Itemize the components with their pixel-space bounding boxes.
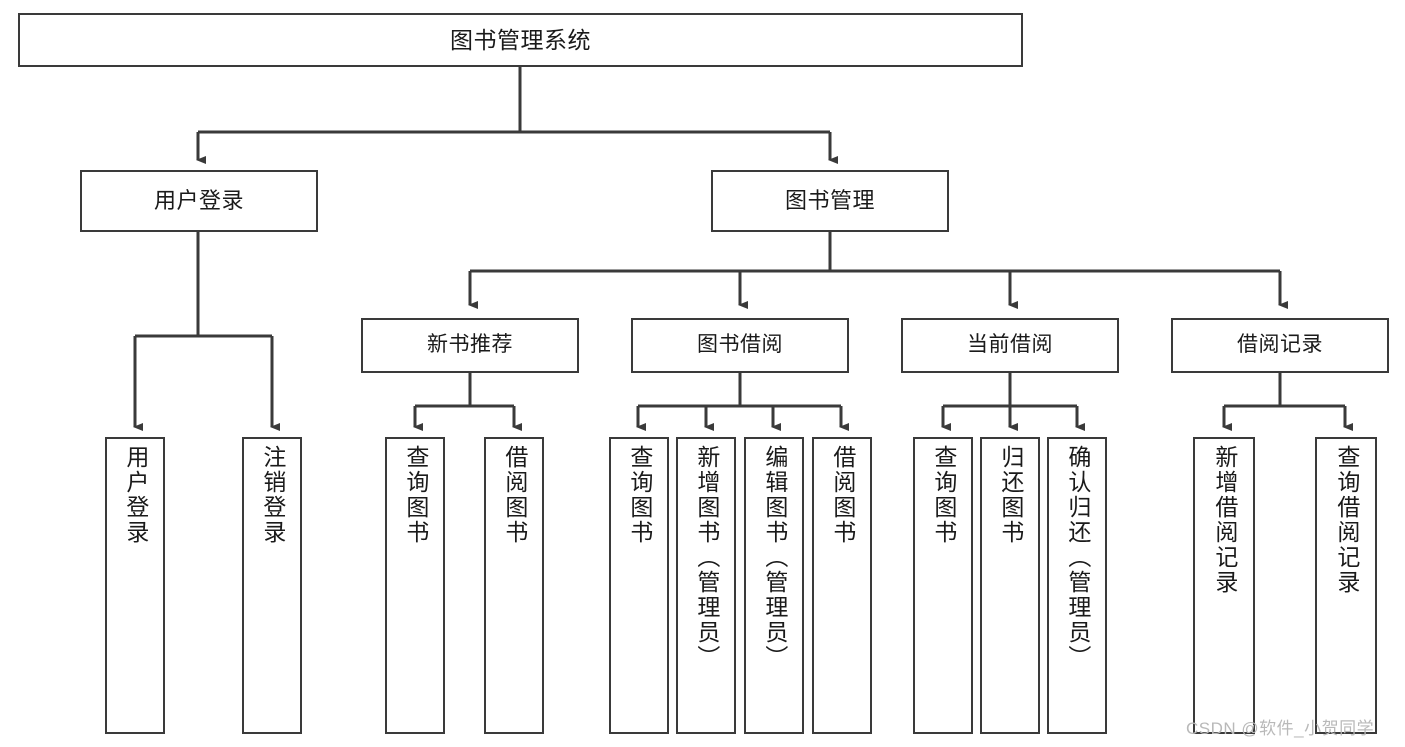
node-current-borrow-label: 当前借阅	[967, 333, 1053, 357]
node-leaf-borrow-book-2-label: 借阅图书	[829, 445, 856, 545]
node-leaf-query-record[interactable]: 查询借阅记录	[1315, 437, 1377, 734]
node-leaf-query-book-1[interactable]: 查询图书	[385, 437, 445, 734]
node-new-book-recommend-label: 新书推荐	[427, 333, 513, 357]
node-leaf-add-book-label: 新增图书（管理员）	[693, 445, 720, 670]
node-current-borrow[interactable]: 当前借阅	[901, 318, 1119, 373]
node-leaf-user-login-label: 用户登录	[122, 445, 149, 545]
node-leaf-logout-login[interactable]: 注销登录	[242, 437, 302, 734]
node-book-borrow-label: 图书借阅	[697, 333, 783, 357]
node-leaf-add-book[interactable]: 新增图书（管理员）	[676, 437, 736, 734]
node-leaf-query-book-1-label: 查询图书	[402, 445, 429, 545]
node-leaf-query-book-2-label: 查询图书	[626, 445, 653, 545]
node-root[interactable]: 图书管理系统	[18, 13, 1023, 67]
node-borrow-record-label: 借阅记录	[1237, 333, 1323, 357]
node-root-label: 图书管理系统	[450, 26, 591, 53]
csdn-watermark: CSDN @软件_小贺同学	[1186, 719, 1375, 738]
node-user-login-label: 用户登录	[153, 188, 244, 214]
node-leaf-query-book-3[interactable]: 查询图书	[913, 437, 973, 734]
node-new-book-recommend[interactable]: 新书推荐	[361, 318, 579, 373]
node-leaf-confirm-return[interactable]: 确认归还（管理员）	[1047, 437, 1107, 734]
node-book-manage[interactable]: 图书管理	[711, 170, 949, 232]
node-leaf-borrow-book-2[interactable]: 借阅图书	[812, 437, 872, 734]
node-leaf-user-login[interactable]: 用户登录	[105, 437, 165, 734]
node-borrow-record[interactable]: 借阅记录	[1171, 318, 1389, 373]
node-leaf-logout-login-label: 注销登录	[259, 445, 286, 545]
node-book-borrow[interactable]: 图书借阅	[631, 318, 849, 373]
node-leaf-query-book-2[interactable]: 查询图书	[609, 437, 669, 734]
node-book-manage-label: 图书管理	[784, 188, 875, 214]
node-leaf-query-record-label: 查询借阅记录	[1333, 445, 1360, 595]
node-leaf-query-book-3-label: 查询图书	[930, 445, 957, 545]
node-leaf-add-record-label: 新增借阅记录	[1211, 445, 1238, 595]
node-leaf-borrow-book-1-label: 借阅图书	[501, 445, 528, 545]
node-leaf-return-book[interactable]: 归还图书	[980, 437, 1040, 734]
node-user-login[interactable]: 用户登录	[80, 170, 318, 232]
node-leaf-edit-book[interactable]: 编辑图书（管理员）	[744, 437, 804, 734]
node-leaf-confirm-return-label: 确认归还（管理员）	[1064, 445, 1091, 670]
node-leaf-edit-book-label: 编辑图书（管理员）	[761, 445, 788, 670]
node-leaf-borrow-book-1[interactable]: 借阅图书	[484, 437, 544, 734]
node-leaf-return-book-label: 归还图书	[997, 445, 1024, 545]
node-leaf-add-record[interactable]: 新增借阅记录	[1193, 437, 1255, 734]
